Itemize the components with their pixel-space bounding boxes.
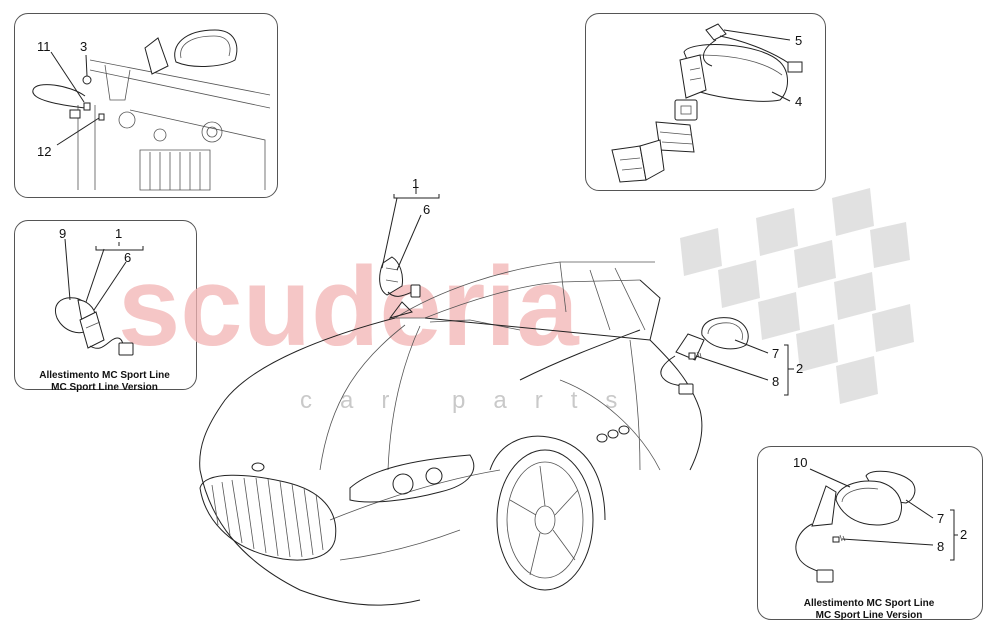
panel-door-interior [14,13,278,198]
callout-5: 5 [795,33,802,48]
caption-left-line1: Allestimento MC Sport Line [39,370,170,381]
callout-4: 4 [795,94,802,109]
callout-3: 3 [80,39,87,54]
callout-8-bottom-right: 8 [937,539,944,554]
mirror-left-assembly [379,186,440,298]
panel-mc-sport-bottom-right [757,446,983,620]
caption-bottom-right-line1: Allestimento MC Sport Line [803,598,935,609]
car-illustration [199,261,703,606]
watermark-brand: scuderia [118,244,579,369]
callout-8-mid: 8 [772,374,779,389]
mc-sport-right-mirror-drawing [795,468,958,583]
watermark-flag [680,188,914,404]
callout-1-top: 1 [412,176,419,191]
mirror-right-assembly [660,317,794,396]
callout-12: 12 [37,144,51,159]
callout-10: 10 [793,455,807,470]
caption-left: Allestimento MC Sport Line MC Sport Line… [14,370,195,394]
mc-sport-left-mirror-drawing [55,238,144,356]
callout-2-bottom-right: 2 [960,527,967,542]
panel-mirror-motor [585,13,826,191]
callout-11: 11 [37,39,51,54]
callout-9: 9 [59,226,66,241]
callout-1-left: 1 [115,226,122,241]
callout-2-mid: 2 [796,361,803,376]
callout-7-mid: 7 [772,346,779,361]
caption-bottom-right-line2: MC Sport Line Version [815,610,923,621]
panel-mc-sport-left [14,220,197,390]
caption-bottom-right: Allestimento MC Sport Line MC Sport Line… [757,598,981,622]
mirror-motor-drawing [611,23,803,183]
caption-left-line2: MC Sport Line Version [51,382,158,393]
callout-6-left: 6 [124,250,131,265]
callout-7-bottom-right: 7 [937,511,944,526]
watermark-sub: car parts [300,387,645,414]
door-interior-drawing [32,29,271,191]
callout-6-top: 6 [423,202,430,217]
